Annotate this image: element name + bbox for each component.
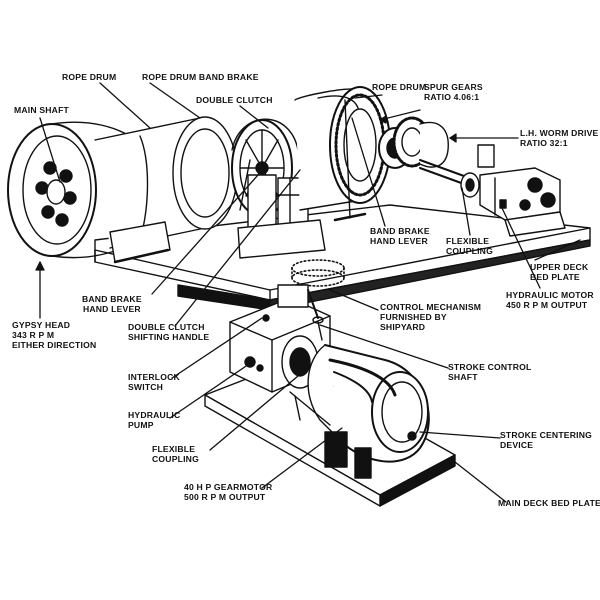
label-worm-drive: L.H. WORM DRIVE RATIO 32:1 <box>520 128 599 148</box>
gearmotor-drawing <box>281 335 430 479</box>
rope-drum-left-drawing <box>94 116 238 264</box>
label-double-clutch: DOUBLE CLUTCH <box>196 95 273 105</box>
leader-lines <box>35 82 581 503</box>
label-interlock-switch: INTERLOCK SWITCH <box>128 372 180 392</box>
label-main-shaft: MAIN SHAFT <box>14 105 69 115</box>
label-flexible-coupling-upper: FLEXIBLE COUPLING <box>446 236 493 256</box>
gypsy-head-drawing <box>7 121 139 259</box>
worm-drive-drawing <box>460 144 566 237</box>
label-main-deck-bed-plate: MAIN DECK BED PLATE <box>498 498 600 508</box>
stroke-control-shaft-drawing <box>307 289 324 341</box>
control-mechanism-link-drawing <box>291 259 345 287</box>
label-double-clutch-shifting-handle: DOUBLE CLUTCH SHIFTING HANDLE <box>128 322 210 342</box>
label-band-brake-hand-lever-left: BAND BRAKE HAND LEVER <box>82 294 142 314</box>
label-gearmotor: 40 H P GEARMOTOR 500 R P M OUTPUT <box>184 482 273 502</box>
label-hydraulic-motor: HYDRAULIC MOTOR 450 R P M OUTPUT <box>506 290 594 310</box>
rope-drum-right-drawing <box>294 86 391 222</box>
spur-gears-drawing <box>378 116 476 189</box>
label-control-mechanism: CONTROL MECHANISM FURNISHED BY SHIPYARD <box>380 302 482 332</box>
label-rope-drum-left: ROPE DRUM <box>62 72 117 82</box>
label-upper-deck-bed-plate: UPPER DECK BED PLATE <box>530 262 589 282</box>
label-rope-drum-band-brake: ROPE DRUM BAND BRAKE <box>142 72 259 82</box>
label-flexible-coupling-lower: FLEXIBLE COUPLING <box>152 444 199 464</box>
label-gypsy-head: GYPSY HEAD 343 R P M EITHER DIRECTION <box>12 320 97 350</box>
label-stroke-control-shaft: STROKE CONTROL SHAFT <box>448 362 532 382</box>
label-stroke-centering-device: STROKE CENTERING DEVICE <box>500 430 593 450</box>
label-band-brake-hand-lever-right: BAND BRAKE HAND LEVER <box>370 226 430 246</box>
label-hydraulic-pump: HYDRAULIC PUMP <box>128 410 181 430</box>
label-spur-gears: SPUR GEARS RATIO 4.06:1 <box>424 82 483 102</box>
label-rope-drum-right: ROPE DRUM <box>372 82 427 92</box>
